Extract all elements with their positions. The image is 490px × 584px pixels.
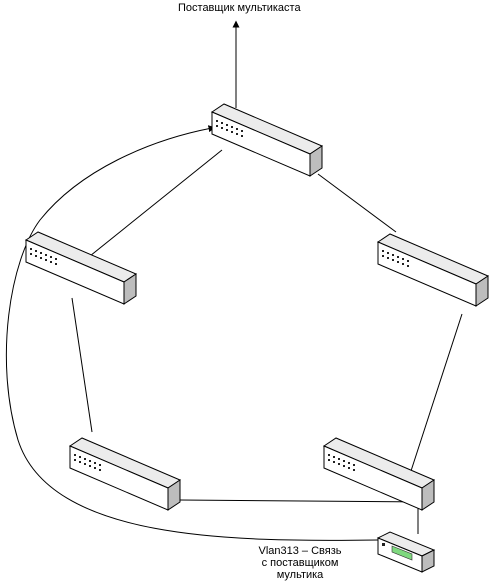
link-top-to-right-upper [317, 173, 397, 233]
link-left-lower-to-right-lower [179, 499, 433, 503]
vlan-label: Vlan313 – Связь с поставщиком мультика [244, 545, 356, 581]
curved-arrow [5, 125, 379, 541]
link-left-upper-to-left-lower [71, 297, 93, 433]
vlan-label-line3: мультика [276, 569, 324, 581]
router-multicast [376, 531, 436, 573]
link-top-to-left-upper [89, 149, 223, 257]
vlan-label-line1: Vlan313 – Связь [258, 545, 342, 557]
switch-left-lower [69, 437, 181, 511]
link-right-upper-to-right-lower [409, 313, 463, 475]
switch-left-upper [25, 231, 137, 305]
switch-top [211, 103, 323, 177]
switch-right-lower [323, 437, 435, 511]
multicast-provider-label: Поставщик мультикаста [178, 2, 301, 14]
switch-right-upper [377, 233, 489, 307]
vlan-label-line2: с поставщиком [261, 557, 339, 569]
